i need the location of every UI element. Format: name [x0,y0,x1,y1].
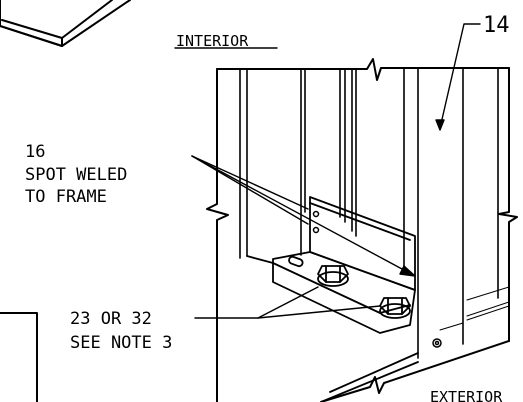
iso-box-fragment [0,0,131,47]
callout-16-text-1: SPOT WELED [25,165,127,185]
exterior-label: EXTERIOR [430,388,503,402]
leader-lines [191,23,481,319]
callout-23-text-1: 23 OR 32 [70,309,152,329]
post-shading [439,286,510,331]
callout-23-text-2: SEE NOTE 3 [70,333,172,353]
bolt-group [317,265,411,319]
angle-bracket [246,196,419,402]
bolt-1 [317,265,349,287]
callout-16-number: 16 [25,142,45,162]
spot-welds [312,210,320,234]
callout-14: 14 [483,13,510,38]
detail-break-frame [206,58,518,402]
interior-label: INTERIOR [176,32,249,50]
screw-icon [432,338,442,348]
left-frame-outline [0,312,38,402]
callout-16-text-2: TO FRAME [25,187,107,207]
bolt-2 [379,297,411,319]
frame-channels [239,67,499,359]
